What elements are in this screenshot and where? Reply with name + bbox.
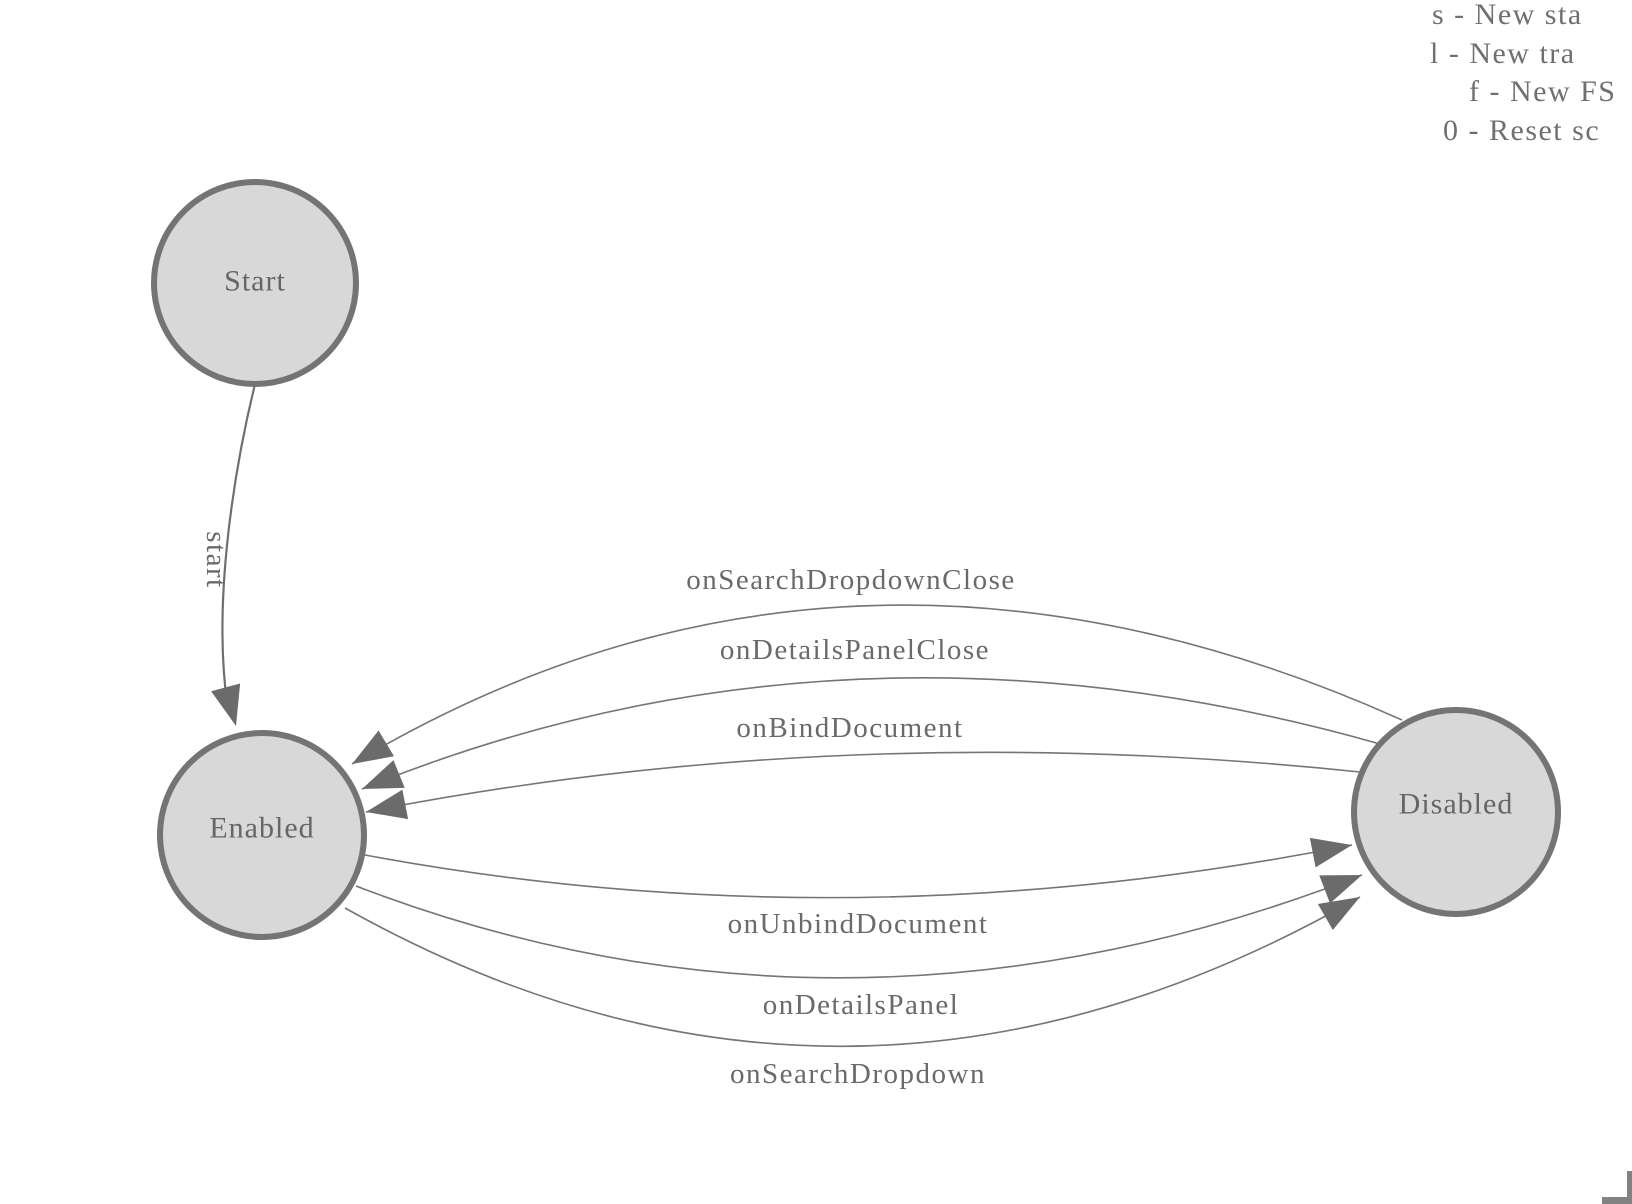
offscreen-box-corner-horizontal — [1602, 1197, 1632, 1204]
transition-onUnbindDocument-path[interactable] — [364, 844, 1353, 899]
state-label: Start — [224, 265, 286, 298]
transition-label-onSearchDropdownClose: onSearchDropdownClose — [686, 564, 1016, 596]
transition-onUnbindDocument[interactable]: onUnbindDocument — [364, 830, 1355, 940]
state-node-disabled[interactable]: Disabled — [1351, 707, 1561, 917]
offscreen-box-corner-vertical — [1627, 1171, 1632, 1204]
legend-line-new-state: s - New sta — [1432, 0, 1583, 31]
state-circle[interactable] — [1351, 707, 1561, 917]
transition-label-start: start — [200, 531, 232, 588]
transition-label-onSearchDropdown: onSearchDropdown — [730, 1058, 986, 1090]
state-label: Enabled — [209, 812, 314, 845]
transition-onBindDocument[interactable]: onBindDocument — [363, 712, 1361, 827]
state-circle[interactable] — [157, 730, 367, 940]
state-label: Disabled — [1399, 788, 1514, 821]
transition-onDetailsPanel-path[interactable] — [355, 874, 1363, 979]
legend-line-new-transition: l - New tra — [1430, 36, 1576, 70]
shortcuts-legend: s - New sta l - New tra f - New FS 0 - R… — [1430, 0, 1632, 150]
transition-onDetailsPanelClose[interactable]: onDetailsPanelClose — [356, 634, 1381, 803]
transition-onSearchDropdownClose[interactable]: onSearchDropdownClose — [344, 564, 1403, 777]
legend-line-new-fsm: f - New FS — [1469, 75, 1617, 108]
transition-onDetailsPanelClose-path[interactable] — [361, 677, 1381, 790]
transition-label-onBindDocument: onBindDocument — [736, 712, 963, 744]
transition-start-path[interactable] — [221, 383, 257, 703]
arrowhead-icon — [211, 683, 241, 726]
transition-onSearchDropdown-path[interactable] — [344, 896, 1361, 1048]
state-node-enabled[interactable]: Enabled — [157, 730, 367, 940]
state-circle[interactable] — [151, 179, 359, 387]
transition-label-onDetailsPanelClose: onDetailsPanelClose — [720, 634, 990, 666]
state-node-start[interactable]: Start — [151, 179, 359, 387]
transition-onSearchDropdownClose-path[interactable] — [351, 604, 1403, 765]
transition-onBindDocument-path[interactable] — [365, 751, 1361, 813]
arrowhead-icon — [362, 760, 405, 789]
transition-start[interactable]: start — [200, 383, 257, 730]
arrowhead-icon — [352, 730, 395, 764]
transition-label-onDetailsPanel: onDetailsPanel — [763, 989, 960, 1021]
arrowhead-icon — [1319, 875, 1362, 904]
arrowhead-icon — [366, 789, 409, 820]
transition-onDetailsPanel[interactable]: onDetailsPanel — [355, 861, 1367, 1021]
legend-line-reset: 0 - Reset sc — [1443, 113, 1601, 147]
transition-onSearchDropdown[interactable]: onSearchDropdown — [344, 884, 1368, 1090]
offscreen-box-corner — [1602, 1171, 1632, 1204]
arrowhead-icon — [1317, 897, 1360, 930]
transition-label-onUnbindDocument: onUnbindDocument — [728, 908, 989, 940]
arrowhead-icon — [1309, 837, 1352, 868]
